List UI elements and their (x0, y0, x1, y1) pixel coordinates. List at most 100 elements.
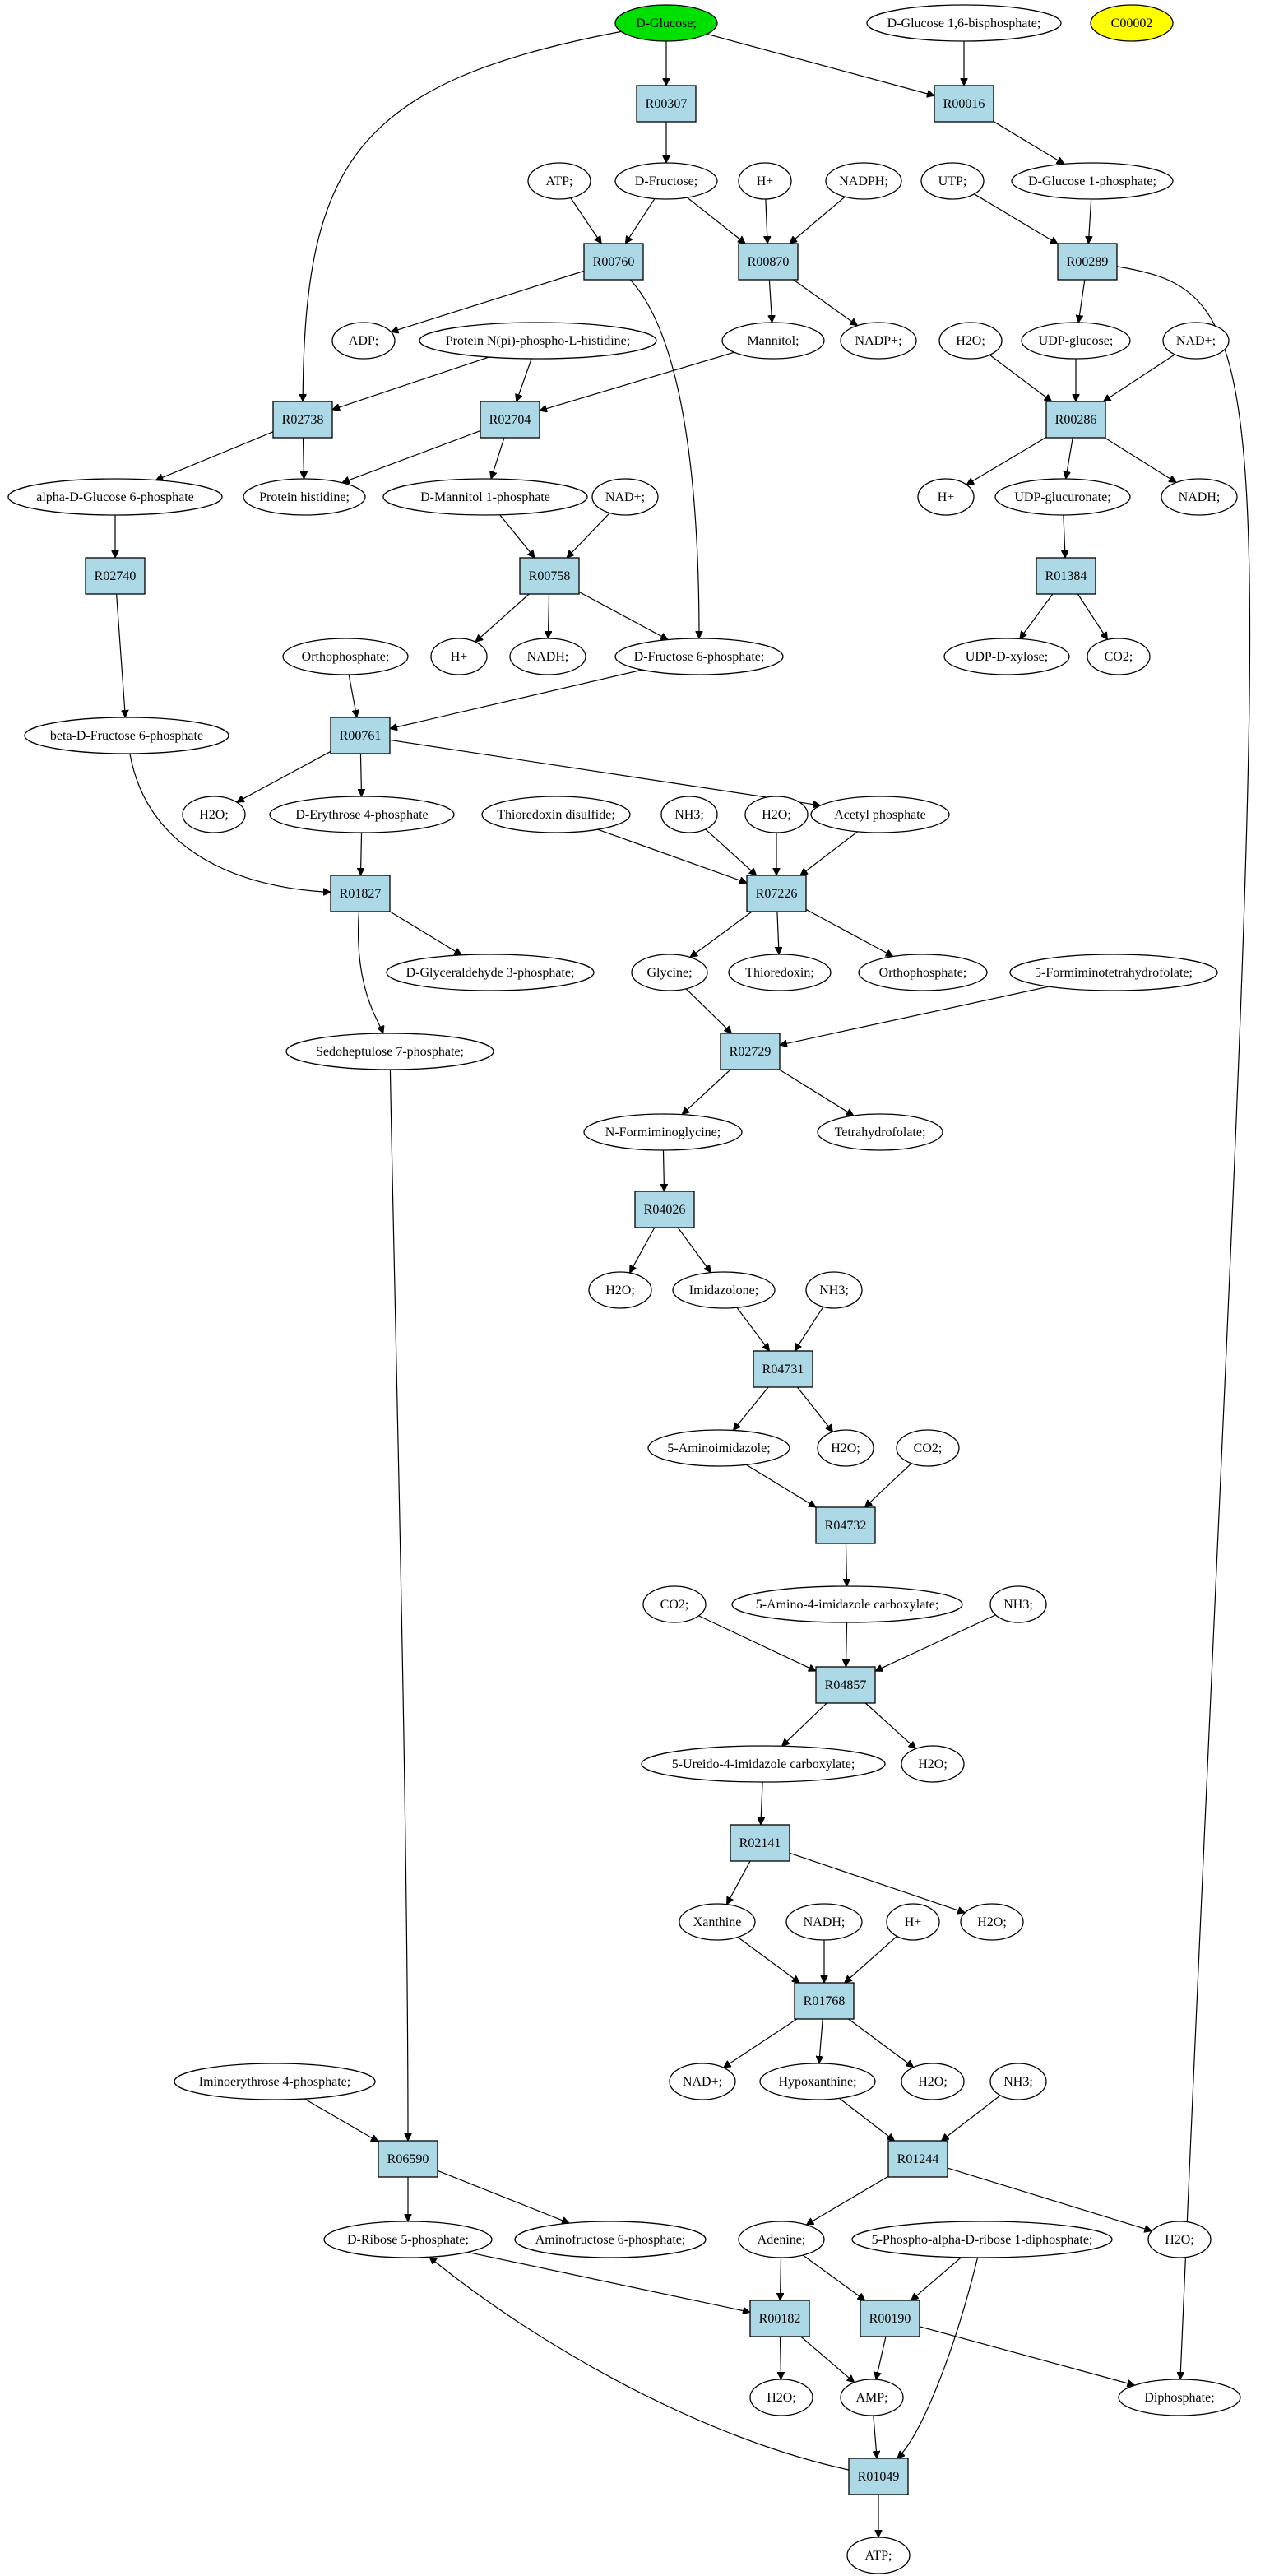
metabolite-acp[interactable]: Acetyl phosphate (810, 796, 950, 833)
metabolite-uic[interactable]: 5-Ureido-4-imidazole carboxylate; (641, 1745, 886, 1783)
reaction-R00289[interactable]: R00289 (1057, 243, 1118, 281)
metabolite-utp[interactable]: UTP; (920, 162, 985, 200)
metabolite-r5p[interactable]: D-Ribose 5-phosphate; (323, 2221, 493, 2258)
metabolite-gap[interactable]: D-Glyceraldehyde 3-phosphate; (386, 954, 595, 991)
metabolite-adp[interactable]: ADP; (331, 322, 396, 360)
metabolite-fthf[interactable]: 5-Formiminotetrahydrofolate; (1009, 954, 1218, 991)
reaction-R00870[interactable]: R00870 (738, 243, 799, 281)
metabolite-imz[interactable]: Imidazolone; (672, 1271, 776, 1309)
reaction-R04731[interactable]: R04731 (753, 1350, 813, 1388)
reaction-R00016[interactable]: R00016 (934, 85, 994, 123)
metabolite-co2_2[interactable]: CO2; (896, 1429, 960, 1467)
reaction-R07226[interactable]: R07226 (746, 875, 807, 912)
reaction-R04732[interactable]: R04732 (815, 1506, 876, 1544)
metabolite-f6p[interactable]: D-Fructose 6-phosphate; (614, 638, 784, 675)
metabolite-nh3_3[interactable]: NH3; (989, 1585, 1047, 1623)
metabolite-nadph[interactable]: NADPH; (825, 162, 902, 200)
reaction-R04857[interactable]: R04857 (815, 1666, 876, 1704)
reaction-R02740[interactable]: R02740 (85, 557, 146, 595)
metabolite-co2_1[interactable]: CO2; (1087, 638, 1151, 675)
metabolite-e4p[interactable]: D-Erythrose 4-phosphate (269, 796, 455, 833)
reaction-R04026[interactable]: R04026 (634, 1191, 695, 1228)
metabolite-h2o_h[interactable]: H2O; (901, 2063, 965, 2100)
metabolite-atp2[interactable]: ATP; (846, 2537, 911, 2574)
reaction-R00758[interactable]: R00758 (519, 557, 580, 595)
metabolite-nadplus3[interactable]: NAD+; (669, 2063, 736, 2100)
metabolite-fru[interactable]: D-Fructose; (614, 162, 718, 200)
metabolite-nadplus2[interactable]: NAD+; (591, 478, 659, 516)
reaction-R02738[interactable]: R02738 (272, 401, 333, 439)
metabolite-hplus3[interactable]: H+ (430, 638, 488, 675)
reaction-R06590[interactable]: R06590 (378, 2140, 438, 2178)
metabolite-prpp[interactable]: 5-Phospho-alpha-D-ribose 1-diphosphate; (851, 2221, 1113, 2258)
metabolite-pi2[interactable]: Orthophosphate; (858, 954, 988, 991)
metabolite-udpxyl[interactable]: UDP-D-xylose; (943, 638, 1070, 675)
metabolite-ppi[interactable]: Diphosphate; (1118, 2379, 1241, 2416)
metabolite-prothis[interactable]: Protein histidine; (243, 478, 366, 516)
metabolite-hplus4[interactable]: H+ (886, 1903, 940, 1941)
metabolite-ade[interactable]: Adenine; (738, 2221, 825, 2258)
metabolite-pi1[interactable]: Orthophosphate; (282, 638, 409, 675)
metabolite-h2o_b[interactable]: H2O; (182, 796, 246, 833)
reaction-R02141[interactable]: R02141 (730, 1824, 790, 1862)
metabolite-nh3_1[interactable]: NH3; (660, 796, 718, 833)
reaction-R00182[interactable]: R00182 (749, 2300, 810, 2337)
metabolite-h2o_d[interactable]: H2O; (588, 1271, 652, 1309)
reaction-R01049[interactable]: R01049 (848, 2458, 909, 2495)
metabolite-nadh1[interactable]: NADH; (1161, 478, 1238, 516)
metabolite-gly[interactable]: Glycine; (631, 954, 708, 991)
metabolite-h2o_a[interactable]: H2O; (938, 322, 1003, 360)
reaction-R00761[interactable]: R00761 (330, 717, 391, 754)
metabolite-thf[interactable]: Tetrahydrofolate; (817, 1113, 943, 1151)
metabolite-h2o_i[interactable]: H2O; (1147, 2221, 1212, 2258)
metabolite-xan[interactable]: Xanthine (679, 1903, 756, 1941)
reaction-R00190[interactable]: R00190 (860, 2300, 920, 2337)
metabolite-nh3_2[interactable]: NH3; (805, 1271, 863, 1309)
reaction-R01768[interactable]: R01768 (794, 1982, 855, 2020)
metabolite-m1p[interactable]: D-Mannitol 1-phosphate (382, 478, 588, 516)
metabolite-fgly[interactable]: N-Formiminoglycine; (583, 1113, 743, 1151)
reaction-R01244[interactable]: R01244 (887, 2140, 948, 2178)
metabolite-hyp[interactable]: Hypoxanthine; (759, 2063, 876, 2100)
metabolite-trx[interactable]: Thioredoxin; (728, 954, 832, 991)
reaction-R01384[interactable]: R01384 (1036, 557, 1096, 595)
metabolite-aim[interactable]: 5-Aminoimidazole; (647, 1429, 790, 1467)
metabolite-mannitol[interactable]: Mannitol; (721, 322, 825, 360)
metabolite-h2o_e[interactable]: H2O; (817, 1429, 874, 1467)
reaction-R00307[interactable]: R00307 (636, 85, 697, 123)
metabolite-s7p[interactable]: Sedoheptulose 7-phosphate; (285, 1033, 494, 1070)
reaction-R00760[interactable]: R00760 (583, 243, 644, 281)
edge-line (540, 351, 734, 411)
reaction-R02729[interactable]: R02729 (720, 1033, 781, 1070)
metabolite-af6p[interactable]: Aminofructose 6-phosphate; (514, 2221, 707, 2258)
metabolite-udpglc[interactable]: UDP-glucose; (1021, 322, 1131, 360)
metabolite-nh3_4[interactable]: NH3; (989, 2063, 1047, 2100)
metabolite-aic[interactable]: 5-Amino-4-imidazole carboxylate; (731, 1585, 963, 1623)
metabolite-glc[interactable]: D-Glucose; (614, 4, 718, 42)
metabolite-c00002[interactable]: C00002 (1090, 4, 1174, 42)
metabolite-nadpplus[interactable]: NADP+; (840, 322, 917, 360)
metabolite-trxss[interactable]: Thioredoxin disulfide; (481, 796, 631, 833)
metabolite-g16bp[interactable]: D-Glucose 1,6-bisphosphate; (866, 4, 1062, 42)
metabolite-amp[interactable]: AMP; (840, 2379, 904, 2416)
reaction-R00286[interactable]: R00286 (1045, 401, 1106, 439)
metabolite-nadh3[interactable]: NADH; (785, 1903, 863, 1941)
metabolite-bf6p[interactable]: beta-D-Fructose 6-phosphate (24, 717, 229, 754)
metabolite-nadh2[interactable]: NADH; (509, 638, 586, 675)
metabolite-h2o_j[interactable]: H2O; (749, 2379, 813, 2416)
metabolite-g1p[interactable]: D-Glucose 1-phosphate; (1011, 162, 1174, 200)
metabolite-h2o_g[interactable]: H2O; (960, 1903, 1024, 1941)
reaction-R01827[interactable]: R01827 (330, 875, 391, 912)
metabolite-nadplus1[interactable]: NAD+; (1162, 322, 1230, 360)
metabolite-protnph[interactable]: Protein N(pi)-phospho-L-histidine; (419, 322, 657, 360)
metabolite-ie4p[interactable]: Iminoerythrose 4-phosphate; (174, 2063, 376, 2100)
metabolite-atp1[interactable]: ATP; (527, 162, 591, 200)
metabolite-udpgla[interactable]: UDP-glucuronate; (994, 478, 1131, 516)
reaction-R02704[interactable]: R02704 (480, 401, 540, 439)
metabolite-h2o_f[interactable]: H2O; (901, 1745, 965, 1783)
metabolite-hplus1[interactable]: H+ (738, 162, 792, 200)
metabolite-agp[interactable]: alpha-D-Glucose 6-phosphate (7, 478, 223, 516)
metabolite-h2o_c[interactable]: H2O; (744, 796, 809, 833)
metabolite-co2_3[interactable]: CO2; (642, 1585, 707, 1623)
metabolite-hplus2[interactable]: H+ (917, 478, 975, 516)
